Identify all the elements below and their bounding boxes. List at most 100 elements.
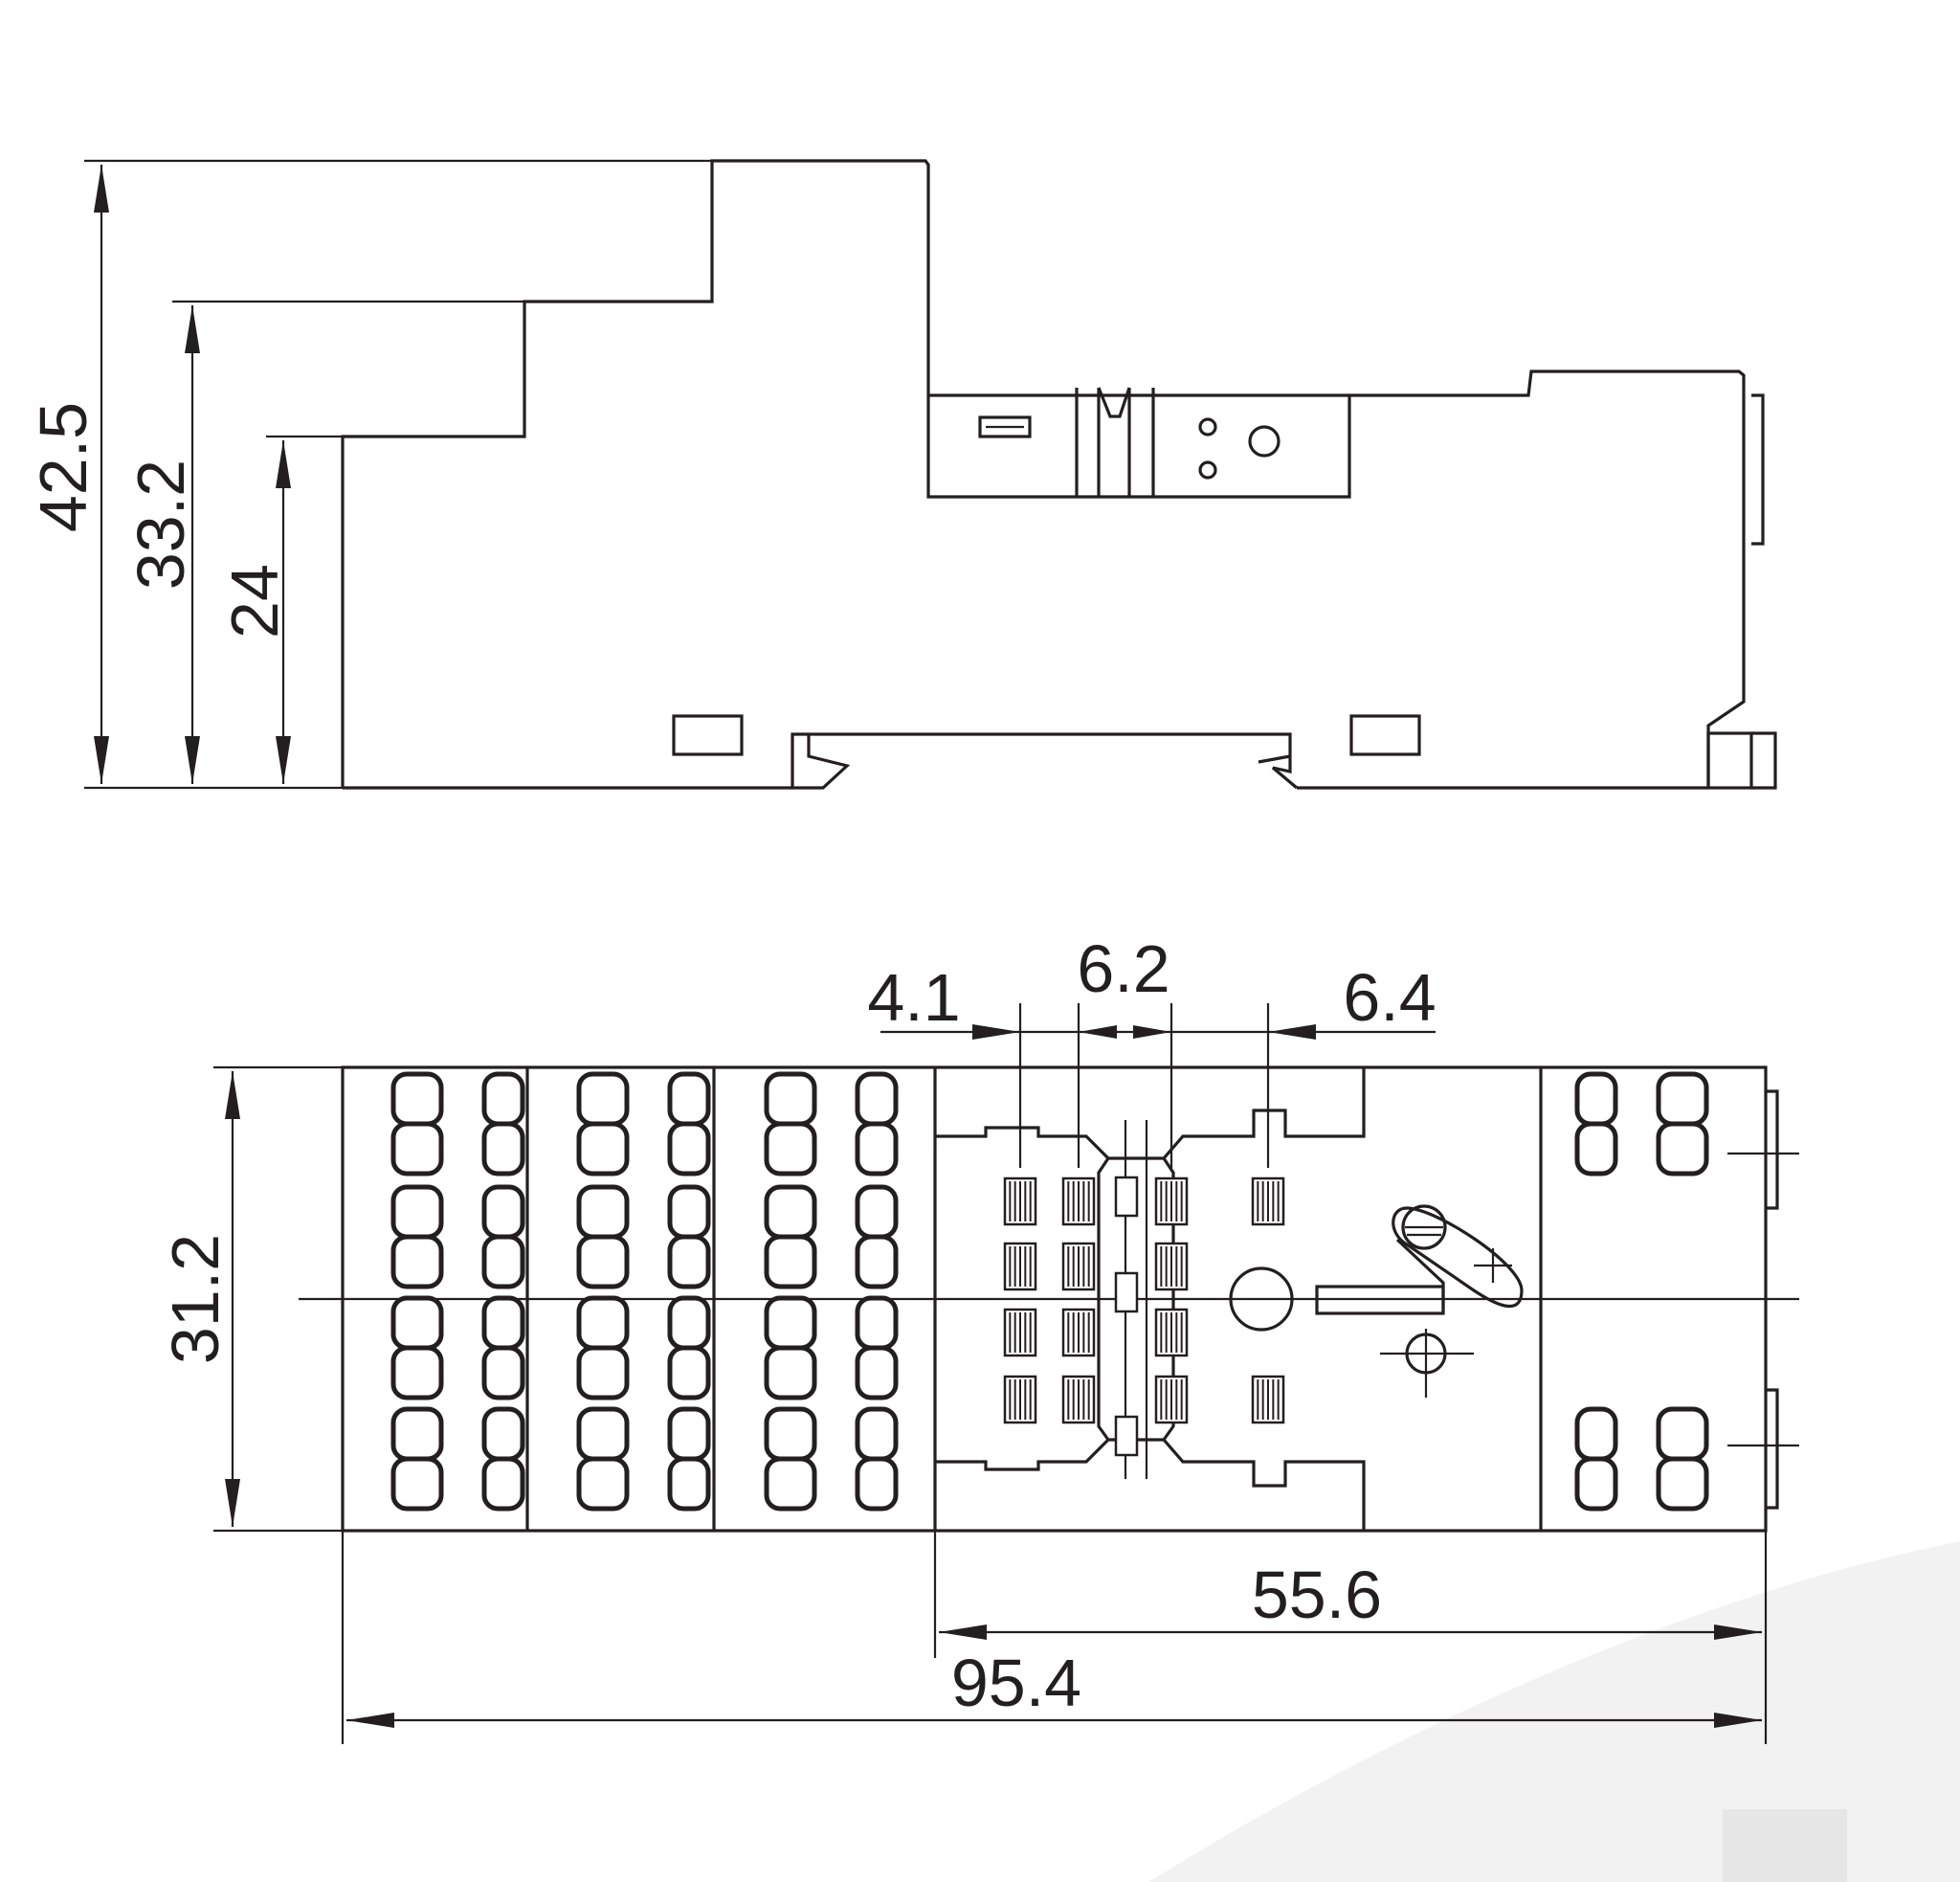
channel-pin: [1114, 1415, 1139, 1457]
terminal-clamp: [390, 1071, 444, 1176]
terminal-clamp: [667, 1184, 711, 1289]
background-bar: [1723, 1809, 1847, 1882]
terminal-clamp: [390, 1184, 444, 1289]
dim-label-pin-pitch-c: 6.4: [1343, 960, 1436, 1035]
terminal-clamp: [855, 1071, 899, 1176]
side-view-hole-large: [1248, 425, 1281, 458]
dim-arrow-332-bottom: [185, 736, 200, 784]
relay-pin: [1061, 1176, 1096, 1226]
dim-label-overall-length: 95.4: [951, 1646, 1081, 1720]
dim-arrow-954-right: [1714, 1713, 1762, 1728]
dim-label-relay-section-length: 55.6: [1252, 1557, 1382, 1632]
dim-arrow-332-top: [185, 305, 200, 353]
top-view-mount-hole-cross: [1380, 1329, 1474, 1398]
side-view-hole-small-top: [1198, 417, 1217, 437]
side-view-led-window: [978, 415, 1032, 438]
side-view-hole-small-bottom: [1198, 460, 1217, 480]
dim-label-width: 31.2: [158, 1234, 233, 1364]
side-view-end-tab: [1751, 731, 1777, 790]
channel-pin: [1114, 1271, 1139, 1313]
relay-pin: [1154, 1242, 1189, 1291]
dim-arrow-312-bottom: [225, 1479, 240, 1527]
side-view-end-block: [1706, 731, 1753, 790]
relay-pin: [1061, 1242, 1096, 1291]
top-view-latch-outline: [1392, 1206, 1524, 1309]
terminal-clamp: [576, 1295, 630, 1400]
terminal-clamp: [390, 1295, 444, 1400]
side-view-panel-notch: [1097, 387, 1131, 418]
terminal-clamp: [764, 1295, 817, 1400]
side-view-right-tab: [1751, 393, 1765, 546]
dim-arrow-24-bottom: [276, 736, 291, 784]
dim-arrow-556-right: [1714, 1624, 1762, 1640]
terminal-clamp: [764, 1071, 817, 1176]
terminal-clamp: [1656, 1406, 1709, 1512]
terminal-clamp: [1574, 1406, 1618, 1512]
side-view-body-outline: [341, 159, 1746, 788]
terminal-clamp: [576, 1071, 630, 1176]
top-view-dimensions: 31.2 4.1 6.2 6.4 55.6 95.4: [158, 931, 1768, 1744]
relay-pin: [1061, 1375, 1096, 1424]
terminal-clamp: [764, 1406, 817, 1512]
terminal-clamp: [855, 1184, 899, 1289]
top-view: [299, 1065, 1799, 1533]
dim-label-overall-height: 42.5: [26, 402, 100, 532]
terminal-clamp: [667, 1295, 711, 1400]
relay-pin: [1003, 1308, 1037, 1357]
relay-pin: [1061, 1308, 1096, 1357]
relay-pin: [1251, 1375, 1285, 1424]
dim-arrow-954-left: [346, 1713, 394, 1728]
relay-pin: [1154, 1375, 1189, 1424]
dim-arrow-41: [972, 1024, 1020, 1040]
relay-pin: [1154, 1176, 1189, 1226]
side-view: [341, 159, 1777, 790]
terminal-clamp: [576, 1184, 630, 1289]
background-swoosh: [1148, 1541, 1960, 1882]
relay-pin: [1154, 1308, 1189, 1357]
terminal-clamp: [481, 1184, 525, 1289]
top-view-latch-pivot: [1401, 1204, 1447, 1250]
dim-arrow-425-top: [94, 165, 109, 213]
dim-arrow-62-left: [1079, 1025, 1117, 1039]
terminal-clamp: [764, 1184, 817, 1289]
dim-arrow-425-bottom: [94, 736, 109, 784]
top-view-center-boss: [1229, 1266, 1294, 1332]
terminal-clamp: [576, 1406, 630, 1512]
terminal-clamp: [855, 1295, 899, 1400]
terminal-clamp: [390, 1406, 444, 1512]
top-view-latch-pin-cross: [1474, 1248, 1512, 1283]
dim-arrow-24-top: [276, 440, 291, 488]
channel-pin: [1114, 1176, 1139, 1218]
dim-label-first-step-height: 24: [217, 564, 292, 639]
side-view-slot-left: [672, 714, 744, 756]
terminal-clamp: [481, 1071, 525, 1176]
relay-pin: [1251, 1176, 1285, 1226]
terminal-clamp: [855, 1406, 899, 1512]
top-view-relay-pins: [1003, 1176, 1285, 1457]
top-view-end-tab-top: [1766, 1089, 1779, 1210]
dim-label-pin-pitch-a: 4.1: [867, 960, 960, 1035]
terminal-clamp: [667, 1406, 711, 1512]
dim-arrow-64: [1268, 1024, 1316, 1040]
top-view-end-tab-bottom: [1766, 1388, 1779, 1510]
end-module-ticks: [1727, 1152, 1799, 1447]
terminal-clamp: [1656, 1071, 1709, 1176]
terminal-clamp: [481, 1406, 525, 1512]
dim-arrow-312-top: [225, 1071, 240, 1119]
dim-label-pin-pitch-b: 6.2: [1077, 931, 1169, 1006]
terminal-clamp: [1574, 1071, 1618, 1176]
top-view-terminals: [390, 1071, 1799, 1512]
dim-arrow-62-right: [1133, 1025, 1171, 1039]
top-view-lever-arm: [1395, 1238, 1445, 1313]
relay-pin: [1003, 1375, 1037, 1424]
side-view-dimensions: 42.5 33.2 24: [26, 159, 712, 790]
relay-pin: [1003, 1242, 1037, 1291]
terminal-clamp: [667, 1071, 711, 1176]
side-view-slot-right: [1349, 714, 1421, 756]
dim-arrow-556-left: [939, 1624, 987, 1640]
dim-label-second-step-height: 33.2: [123, 459, 198, 590]
side-view-din-clip: [791, 732, 1299, 790]
terminal-clamp: [481, 1295, 525, 1400]
relay-pin: [1003, 1176, 1037, 1226]
